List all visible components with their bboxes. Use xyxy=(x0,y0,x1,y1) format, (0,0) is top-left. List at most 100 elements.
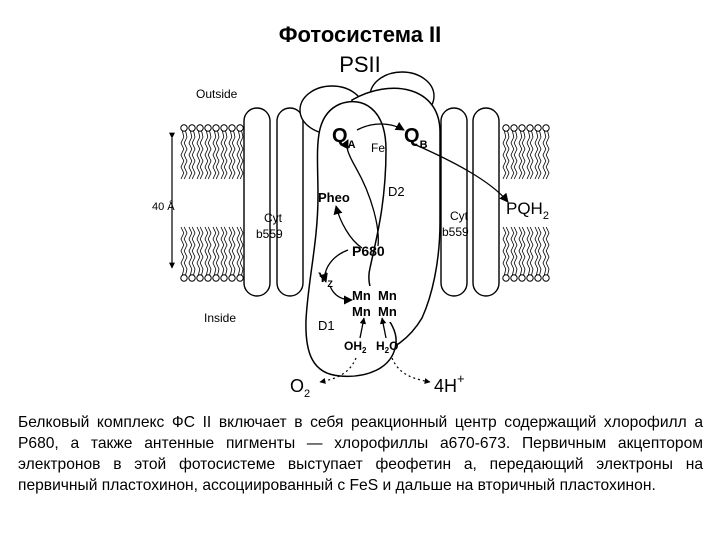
lipid-tail xyxy=(542,130,547,180)
mn-row-2: Mn Mn xyxy=(352,304,397,319)
qb-label: QB xyxy=(404,125,428,151)
lipid-head xyxy=(204,274,212,282)
lipid-head xyxy=(204,124,212,132)
caption-text: Белковый комплекс ФС II включает в себя … xyxy=(18,414,703,494)
cyt-right-label-2: b559 xyxy=(442,225,469,239)
psii-diagram: 40 Å Outside Inside QA QB Fe Pheo D2 xyxy=(152,71,550,400)
lipid-head xyxy=(236,124,244,132)
lipid-tail xyxy=(534,226,539,276)
inside-label: Inside xyxy=(204,311,236,325)
lipid-head xyxy=(518,274,526,282)
d1-label: D1 xyxy=(318,318,335,333)
lipid-tail xyxy=(513,130,518,180)
helix-left-2 xyxy=(276,107,304,297)
lipid-tail xyxy=(180,226,185,276)
lipid-tail xyxy=(545,130,550,180)
lipid-bilayer-right xyxy=(502,124,550,282)
pqh2-label: PQH2 xyxy=(506,199,549,222)
lipid-head xyxy=(526,274,534,282)
lipid-tail xyxy=(220,130,225,180)
lipid-tail xyxy=(518,226,523,276)
lipid-head xyxy=(188,274,196,282)
lipid-head xyxy=(212,124,220,132)
lipid-tail xyxy=(236,130,241,180)
electron-path xyxy=(319,121,509,339)
lipid-tail xyxy=(188,130,193,180)
water-split-arrows xyxy=(319,357,431,384)
lipid-head xyxy=(180,124,188,132)
lipid-head xyxy=(228,274,236,282)
lipid-tail xyxy=(513,226,518,276)
cyt-left-label-1: Cyt xyxy=(264,211,283,225)
lipid-tail xyxy=(518,130,523,180)
lipid-tail xyxy=(207,226,212,276)
lipid-tail xyxy=(223,130,228,180)
lipid-tail xyxy=(529,226,534,276)
lipid-tail xyxy=(502,130,507,180)
lipid-tail xyxy=(188,226,193,276)
lipid-tail xyxy=(199,130,204,180)
lipid-tail xyxy=(510,226,515,276)
lipid-tail xyxy=(191,226,196,276)
lipid-head xyxy=(212,274,220,282)
lipid-tail xyxy=(196,226,201,276)
lipid-head xyxy=(518,124,526,132)
page-subtitle: PSII xyxy=(339,52,381,77)
lipid-tail xyxy=(207,130,212,180)
o2-label: O2 xyxy=(290,376,310,400)
lipid-head xyxy=(228,124,236,132)
lipid-tail xyxy=(228,130,233,180)
lipid-tail xyxy=(526,226,531,276)
lipid-tail xyxy=(204,226,209,276)
lipid-tail xyxy=(231,226,236,276)
lipid-tail xyxy=(239,226,244,276)
qa-label: QA xyxy=(332,125,356,151)
lipid-tail xyxy=(212,130,217,180)
lipid-head xyxy=(220,124,228,132)
lipid-head xyxy=(510,274,518,282)
oh2-label: OH2 xyxy=(344,339,367,355)
cyt-right-label-1: Cyt xyxy=(450,209,469,223)
helix-group xyxy=(243,107,500,297)
lipid-tail xyxy=(542,226,547,276)
lipid-tail xyxy=(183,226,188,276)
lipid-tail xyxy=(196,130,201,180)
lipid-head xyxy=(180,274,188,282)
lipid-tail xyxy=(215,130,220,180)
lipid-tail xyxy=(228,226,233,276)
lipid-head xyxy=(526,124,534,132)
lipid-tail xyxy=(204,130,209,180)
lipid-head xyxy=(534,274,542,282)
lipid-tail xyxy=(191,130,196,180)
lipid-tail xyxy=(231,130,236,180)
lipid-tail xyxy=(529,130,534,180)
lipid-head xyxy=(510,124,518,132)
lipid-head xyxy=(220,274,228,282)
mn-row-1: Mn Mn xyxy=(352,288,397,303)
lipid-tail xyxy=(502,226,507,276)
fe-label: Fe xyxy=(371,141,385,155)
h2o-label: H2O xyxy=(376,339,398,355)
yz-label: YZ xyxy=(318,269,333,289)
lipid-tail xyxy=(537,130,542,180)
lipid-head xyxy=(196,124,204,132)
p680-label: P680 xyxy=(352,243,385,259)
lipid-tail xyxy=(545,226,550,276)
helix-right-1 xyxy=(440,107,468,297)
lipid-tail xyxy=(212,226,217,276)
lipid-tail xyxy=(521,226,526,276)
lipid-bilayer-left xyxy=(180,124,244,282)
lipid-head xyxy=(196,274,204,282)
lipid-tail xyxy=(526,130,531,180)
cyt-left-label-2: b559 xyxy=(256,227,283,241)
h4-label: 4H+ xyxy=(434,371,465,396)
d2-label: D2 xyxy=(388,184,405,199)
thickness-label: 40 Å xyxy=(152,200,175,213)
lipid-tail xyxy=(199,226,204,276)
lipid-head xyxy=(188,124,196,132)
lipid-head xyxy=(502,124,510,132)
lipid-tail xyxy=(215,226,220,276)
pheo-label: Pheo xyxy=(318,190,350,205)
helix-left-1 xyxy=(243,107,271,297)
lipid-head xyxy=(236,274,244,282)
